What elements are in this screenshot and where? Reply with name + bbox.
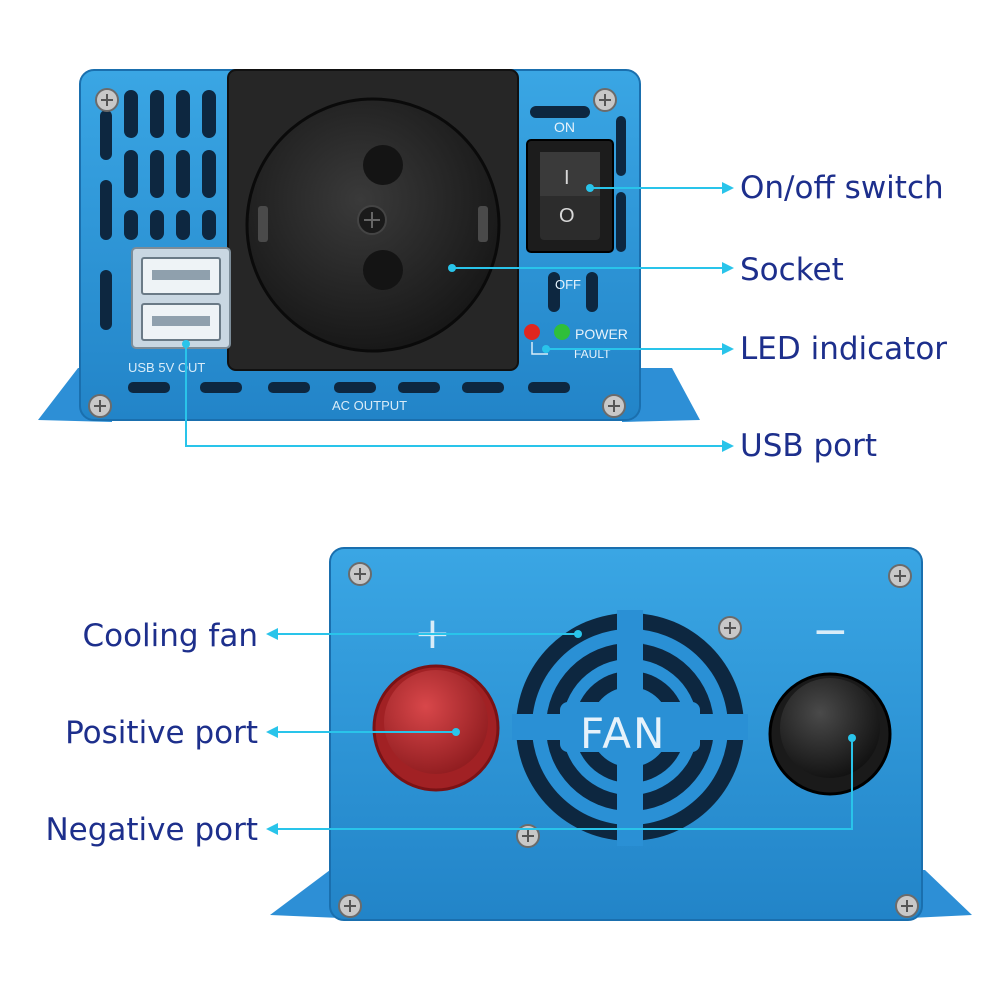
front-right-foot bbox=[622, 368, 700, 422]
rear-panel: + − FAN bbox=[270, 547, 972, 921]
usb-5v-out-label: USB 5V OUT bbox=[128, 360, 205, 375]
front-vent-bottom bbox=[128, 382, 570, 393]
switch-off-label: OFF bbox=[555, 277, 581, 292]
screw-icon bbox=[602, 394, 626, 418]
callout-negative-port: Negative port bbox=[45, 812, 258, 848]
front-panel: ON OFF I O POWER FAULT USB 5V OUT AC OUT… bbox=[38, 69, 700, 422]
negative-terminal bbox=[768, 672, 892, 796]
screw-icon bbox=[95, 88, 119, 112]
callout-positive-port: Positive port bbox=[65, 715, 258, 751]
positive-terminal bbox=[372, 664, 500, 792]
leader-usb-port bbox=[185, 344, 722, 447]
screw-icon bbox=[338, 894, 362, 918]
screw-icon bbox=[593, 88, 617, 112]
rear-right-foot bbox=[910, 870, 972, 918]
minus-sign: − bbox=[812, 606, 849, 657]
screw-icon bbox=[895, 894, 919, 918]
callout-usb-port: USB port bbox=[740, 428, 878, 464]
screw-icon bbox=[516, 824, 540, 848]
callout-on-off-switch: On/off switch bbox=[740, 170, 944, 206]
socket-earth-left bbox=[258, 206, 268, 242]
switch-on-label: ON bbox=[554, 119, 575, 135]
screw-icon bbox=[718, 616, 742, 640]
led-green-icon bbox=[554, 324, 570, 340]
front-vent-right bbox=[530, 106, 626, 312]
led-power-label: POWER bbox=[575, 326, 628, 342]
callout-socket: Socket bbox=[740, 252, 844, 288]
callout-led-indicator: LED indicator bbox=[740, 331, 948, 367]
leader-negative-port bbox=[278, 738, 853, 830]
ac-output-label: AC OUTPUT bbox=[332, 398, 407, 413]
fan-label: FAN bbox=[580, 709, 666, 758]
screw-icon bbox=[888, 564, 912, 588]
switch-mark-on: I bbox=[564, 167, 570, 189]
socket-earth-right bbox=[478, 206, 488, 242]
screw-icon bbox=[88, 394, 112, 418]
front-vent-left bbox=[100, 90, 216, 330]
leader-lines bbox=[182, 182, 856, 835]
fan-grille bbox=[512, 610, 748, 846]
led-red-icon bbox=[524, 324, 540, 340]
socket-pin-top bbox=[363, 145, 403, 185]
led-fault-label: FAULT bbox=[574, 347, 611, 361]
screw-icon bbox=[348, 562, 372, 586]
callout-cooling-fan: Cooling fan bbox=[82, 618, 258, 654]
socket-pin-bottom bbox=[363, 250, 403, 290]
switch-mark-off: O bbox=[559, 205, 575, 227]
rear-left-foot bbox=[270, 870, 340, 918]
